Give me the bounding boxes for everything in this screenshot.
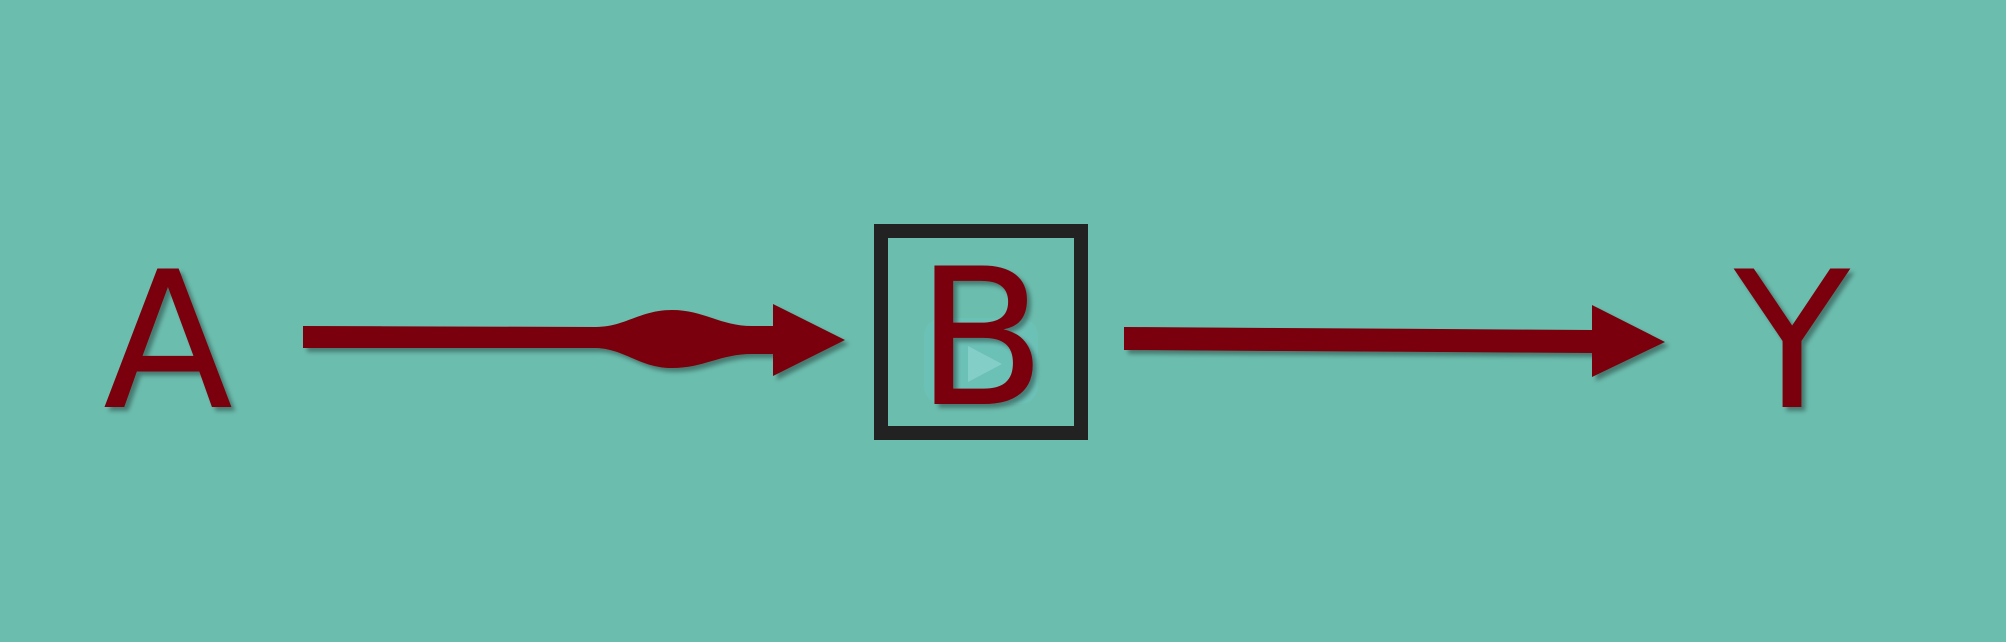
arrow-a-to-b bbox=[303, 304, 845, 376]
node-a-label: A bbox=[103, 231, 233, 452]
play-icon[interactable] bbox=[924, 318, 1038, 404]
node-b-box bbox=[874, 224, 1088, 440]
node-y-label: Y bbox=[1733, 231, 1851, 452]
node-b-label: B bbox=[916, 228, 1046, 449]
arrow-b-to-y bbox=[1124, 305, 1665, 377]
